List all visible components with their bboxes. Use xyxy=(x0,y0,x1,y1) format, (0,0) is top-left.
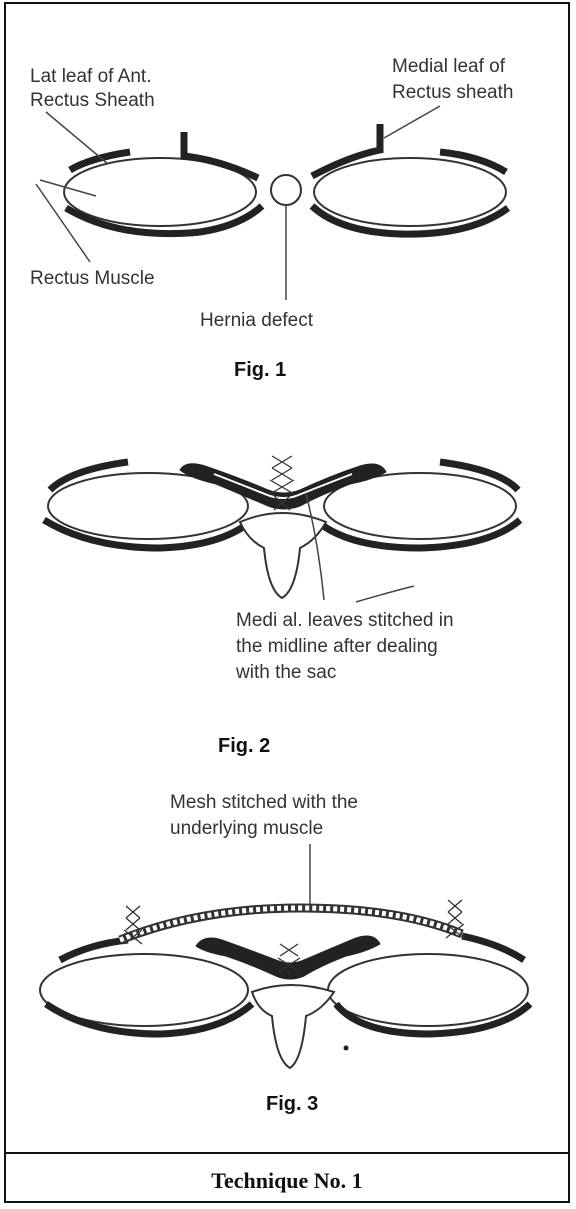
fig3-mesh-outer xyxy=(120,908,462,940)
fig1-title: Fig. 1 xyxy=(234,359,286,381)
fig3-right-rectus-muscle xyxy=(328,954,528,1026)
fig1-label-lat-leaf: Lat leaf of Ant. xyxy=(30,66,151,87)
fig1-diagram: Lat leaf of Ant. Rectus Sheath Medial le… xyxy=(30,56,513,381)
fig3-diagram: Mesh stitched with the underlying muscle… xyxy=(40,792,530,1115)
fig2-diagram: Medi al. leaves stitched in the midline … xyxy=(44,456,520,757)
fig2-pointer-hook xyxy=(356,586,414,602)
fig3-note-line1: Mesh stitched with the xyxy=(170,792,358,813)
fig3-note-line2: underlying muscle xyxy=(170,818,323,839)
fig1-label-lat-leaf-2: Rectus Sheath xyxy=(30,90,155,111)
diagram-canvas: Lat leaf of Ant. Rectus Sheath Medial le… xyxy=(0,0,576,1150)
fig3-title: Fig. 3 xyxy=(266,1093,318,1115)
fig1-label-rectus-muscle: Rectus Muscle xyxy=(30,268,155,289)
fig1-pointer-medial-leaf xyxy=(384,106,440,138)
fig1-pointer-lat-leaf xyxy=(46,112,108,164)
fig3-right-lateral-leaf xyxy=(462,936,524,960)
fig2-note-line1: Medi al. leaves stitched in xyxy=(236,610,454,631)
fig2-pointer-line xyxy=(306,494,324,600)
fig2-title: Fig. 2 xyxy=(218,735,270,757)
fig1-label-medial-leaf: Medial leaf of xyxy=(392,56,506,77)
fig1-hernia-defect-circle xyxy=(271,175,301,205)
fig2-note-line3: with the sac xyxy=(235,662,336,683)
caption-divider xyxy=(4,1152,570,1154)
fig2-note-line2: the midline after dealing xyxy=(236,636,438,657)
fig1-label-hernia-defect: Hernia defect xyxy=(200,310,314,331)
fig3-dot xyxy=(344,1046,349,1051)
figure-caption: Technique No. 1 xyxy=(4,1168,570,1194)
fig1-right-rectus-muscle xyxy=(314,158,506,226)
fig1-label-medial-leaf-2: Rectus sheath xyxy=(392,82,513,103)
fig3-hernia-sac xyxy=(252,985,334,1068)
